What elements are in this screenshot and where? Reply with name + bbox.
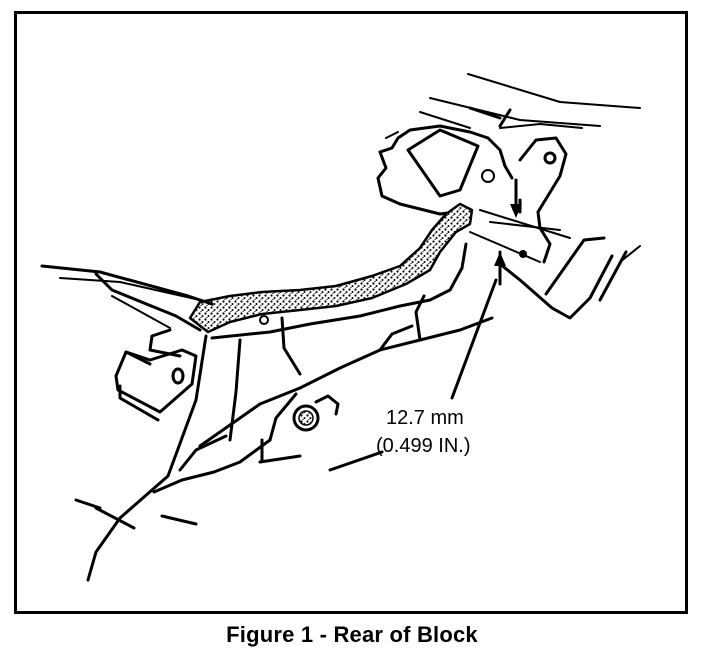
dimension-metric: 12.7 mm	[386, 407, 464, 429]
sealant-bead	[188, 202, 474, 334]
block-rear-face	[376, 106, 514, 216]
left-pan-rail	[40, 264, 214, 366]
dimension-arrows	[450, 178, 561, 400]
arrow-up-head	[494, 252, 506, 266]
left-bracket	[114, 348, 198, 422]
upper-rail-lines	[419, 73, 641, 129]
lug-bolt-head	[519, 250, 527, 258]
threaded-boss	[292, 394, 340, 432]
dimension-imperial: (0.499 IN.)	[376, 435, 470, 457]
arrow-down-head	[510, 204, 522, 218]
figure-caption: Figure 1 - Rear of Block	[226, 622, 478, 647]
rear-lug	[469, 136, 641, 320]
crankcase-body	[74, 242, 494, 582]
